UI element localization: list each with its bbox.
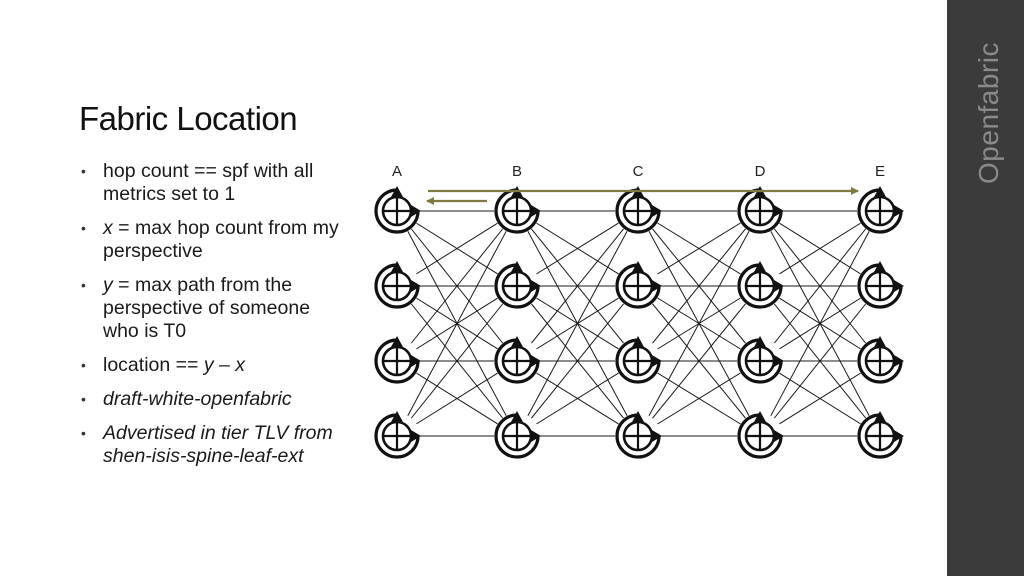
column-label: D [755,163,766,180]
fabric-link [637,210,761,362]
router-icon [494,411,541,459]
fabric-link [516,210,639,362]
router-icon [494,261,541,309]
router-icon [374,261,421,309]
node-layer [374,186,904,459]
bullet-text: location == [103,354,204,376]
fabric-link [516,360,639,437]
fabric-link [396,360,518,437]
fabric-link [759,210,881,287]
bullet-item: • Advertised in tier TLV from shen-isis-s… [80,422,342,468]
router-icon [615,261,662,309]
bullet-item: • location == y – x [80,354,342,377]
bullet-marker: • [81,163,86,179]
router-icon [494,336,541,384]
bullet-list: • hop count == spf with all metrics set t… [80,160,342,479]
bullet-text: draft-white-openfabric [103,388,292,410]
column-label: A [392,163,402,180]
fabric-link [637,285,761,437]
bullet-text: = max hop count from my perspective [103,217,339,262]
router-icon [615,186,662,234]
router-icon [374,186,421,234]
router-icon [737,261,784,309]
router-icon [857,411,904,459]
fabric-topology-diagram: A B C D E [374,163,904,459]
bullet-text: Advertised in tier TLV from shen-isis-sp… [103,422,333,467]
bullet-item: • y = max path from the perspective of so… [80,274,342,343]
fabric-link [396,210,518,362]
bullet-item: • draft-white-openfabric [80,388,342,411]
bullet-item: • x = max hop count from my perspective [80,217,342,263]
bullet-marker: • [81,357,86,373]
sidebar-band [947,0,1024,576]
fabric-link [637,210,761,287]
column-label: B [512,163,522,180]
bullet-marker: • [81,425,86,441]
column-label: E [875,163,885,180]
fabric-link [759,210,881,437]
bullet-text: y [103,274,113,296]
fabric-link [396,285,518,437]
fabric-link [759,210,881,362]
router-icon [494,186,541,234]
router-icon [374,411,421,459]
sidebar-label: Openfabric [973,42,1004,184]
column-label: C [633,163,644,180]
fabric-link [396,210,518,437]
bullet-marker: • [81,391,86,407]
router-icon [857,261,904,309]
fabric-link [516,210,639,437]
router-icon [615,336,662,384]
bullet-text: = max path from the perspective of someo… [103,274,311,342]
fabric-link [637,360,761,437]
bullet-text: x [103,217,113,239]
router-icon [857,186,904,234]
bullet-text: y – x [203,354,246,376]
bullet-item: • hop count == spf with all metrics set t… [80,160,342,206]
link-layer [396,210,881,437]
fabric-link [759,360,881,437]
router-icon [374,336,421,384]
fabric-link [759,285,881,437]
router-icon [737,186,784,234]
router-icon [615,411,662,459]
fabric-link [516,285,639,437]
router-icon [737,411,784,459]
router-icon [857,336,904,384]
bullet-marker: • [81,220,86,236]
bullet-marker: • [81,277,86,293]
fabric-link [516,210,639,287]
slide-title: Fabric Location [79,100,298,137]
bullet-text: hop count == spf with all metrics set to… [103,160,314,205]
router-icon [737,336,784,384]
fabric-link [637,210,761,437]
fabric-link [396,210,518,287]
column-labels: A B C D E [392,163,885,180]
